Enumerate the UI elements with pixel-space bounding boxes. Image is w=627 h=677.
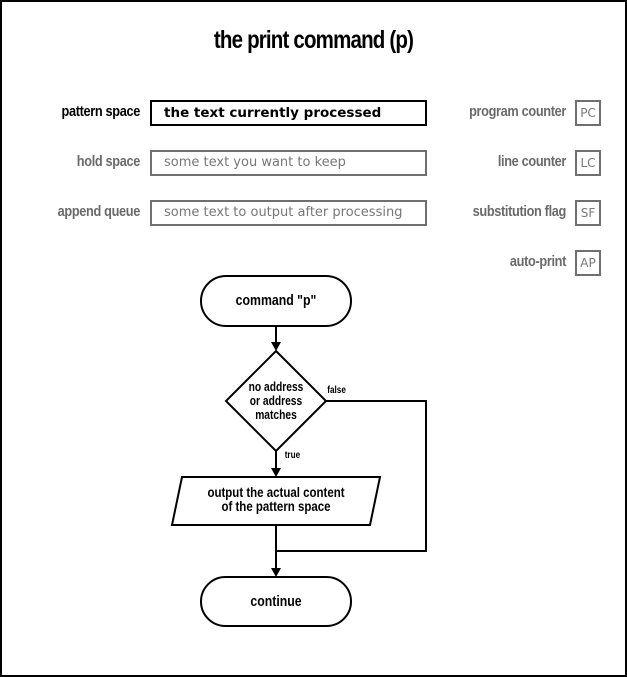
hold-space-field: some text you want to keep xyxy=(150,150,427,176)
append-queue-field: some text to output after processing xyxy=(150,200,427,226)
decision-line-3: matches xyxy=(255,408,297,422)
arrow-head-icon xyxy=(271,468,281,477)
page-title: the print command (p) xyxy=(213,26,414,54)
pattern-space-label: pattern space xyxy=(61,103,141,120)
decision-label: no address or address matches xyxy=(235,380,317,422)
action-line-2: of the pattern space xyxy=(221,498,331,514)
arrow-head-icon xyxy=(271,342,281,351)
program-counter-register: PC xyxy=(575,100,601,126)
false-label: false xyxy=(327,385,346,396)
decision-line-2: or address xyxy=(249,394,303,408)
action-label: output the actual content of the pattern… xyxy=(194,485,358,513)
line-counter-register: LC xyxy=(575,150,601,176)
program-counter-label: program counter xyxy=(469,103,566,120)
action-line-1: output the actual content xyxy=(207,484,345,500)
auto-print-label: auto-print xyxy=(509,253,566,270)
end-terminal xyxy=(200,576,352,627)
substitution-flag-register: SF xyxy=(575,200,601,226)
hold-space-label: hold space xyxy=(76,153,141,170)
arrow-head-icon xyxy=(271,568,281,577)
start-label: command "p" xyxy=(235,292,317,309)
line-counter-label: line counter xyxy=(497,153,567,170)
auto-print-register: AP xyxy=(575,250,601,276)
true-label: true xyxy=(284,450,301,461)
decision-line-1: no address xyxy=(248,380,304,394)
action-parallelogram xyxy=(170,476,382,526)
substitution-flag-label: substitution flag xyxy=(472,203,567,220)
append-queue-label: append queue xyxy=(57,203,141,220)
pattern-space-field: the text currently processed xyxy=(150,100,427,126)
end-label: continue xyxy=(250,593,302,610)
